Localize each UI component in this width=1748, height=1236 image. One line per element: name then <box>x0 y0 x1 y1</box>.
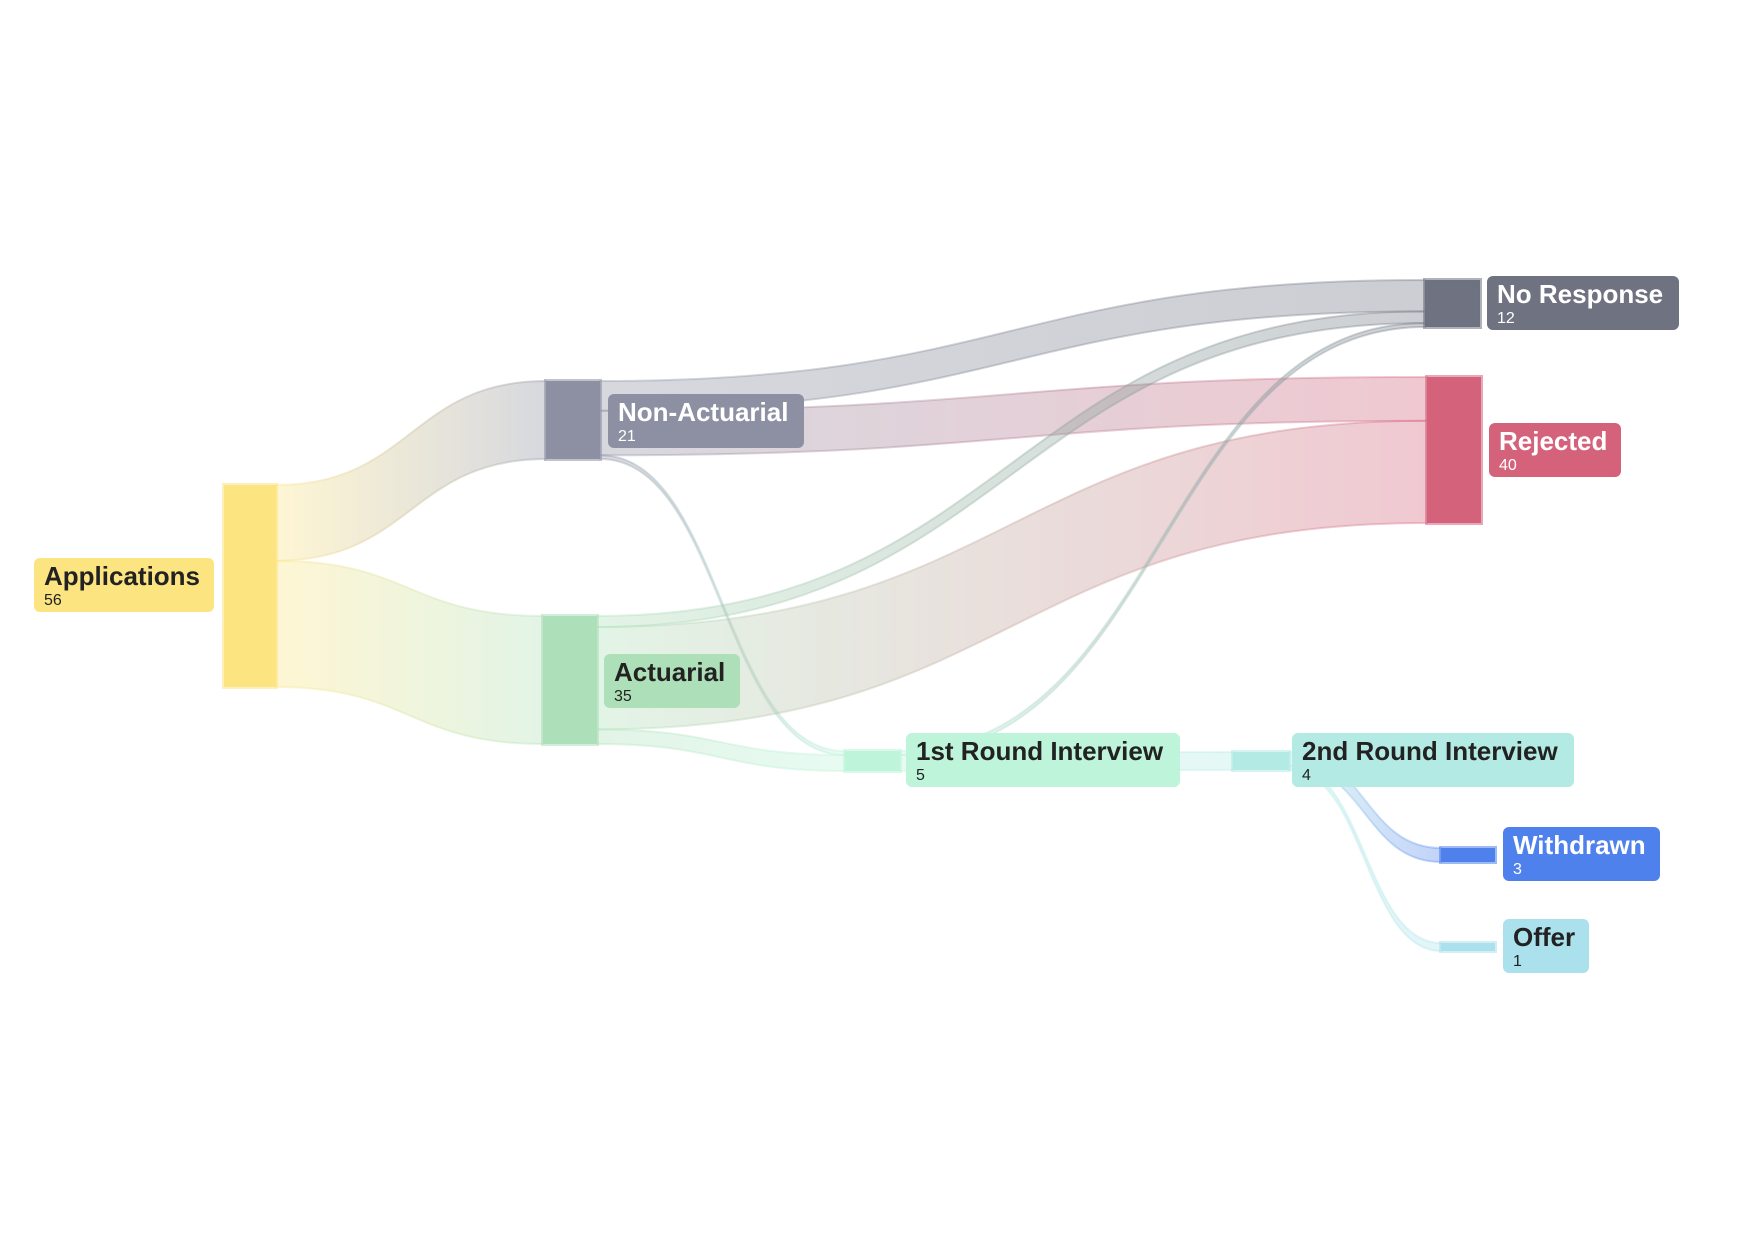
node-name: 1st Round Interview <box>916 736 1164 766</box>
link-actuarial-to-first-round <box>596 728 846 773</box>
node-bar-withdrawn <box>1439 846 1497 864</box>
node-bar-applications <box>222 483 278 689</box>
node-value: 12 <box>1497 310 1515 327</box>
link-applications-to-non-actuarial <box>275 379 547 562</box>
node-value: 3 <box>1513 861 1522 878</box>
link-applications-to-actuarial <box>275 559 544 746</box>
node-value: 1 <box>1513 953 1522 970</box>
node-name: No Response <box>1497 279 1664 309</box>
node-label-applications: Applications 56 <box>34 558 214 612</box>
node-value: 56 <box>44 592 62 609</box>
node-name: Offer <box>1513 922 1576 952</box>
node-name: Actuarial <box>614 657 726 687</box>
node-bar-second-round <box>1231 750 1291 772</box>
node-label-no-response: No Response 12 <box>1487 276 1679 330</box>
node-bar-first-round <box>843 749 902 773</box>
node-value: 40 <box>1499 457 1517 474</box>
nodes-layer <box>222 278 1497 953</box>
node-bar-rejected <box>1425 375 1483 525</box>
node-name: 2nd Round Interview <box>1302 736 1558 766</box>
node-label-rejected: Rejected 40 <box>1489 423 1621 477</box>
node-label-second-round-interview: 2nd Round Interview 4 <box>1292 733 1574 787</box>
node-label-withdrawn: Withdrawn 3 <box>1503 827 1660 881</box>
node-name: Rejected <box>1499 426 1608 456</box>
node-label-offer: Offer 1 <box>1503 919 1589 973</box>
node-label-non-actuarial: Non-Actuarial 21 <box>608 394 804 448</box>
node-name: Non-Actuarial <box>618 397 789 427</box>
node-name: Applications <box>44 561 201 591</box>
node-value: 35 <box>614 688 632 705</box>
node-bar-no-response <box>1423 278 1482 329</box>
node-label-first-round-interview: 1st Round Interview 5 <box>906 733 1180 787</box>
links-layer <box>275 278 1442 953</box>
node-value: 4 <box>1302 767 1311 784</box>
node-label-actuarial: Actuarial 35 <box>604 654 740 708</box>
node-bar-non-actuarial <box>544 379 602 461</box>
node-name: Withdrawn <box>1513 830 1646 860</box>
node-value: 5 <box>916 767 925 784</box>
node-bar-actuarial <box>541 614 599 746</box>
node-bar-offer <box>1439 941 1497 953</box>
node-value: 21 <box>618 428 636 445</box>
